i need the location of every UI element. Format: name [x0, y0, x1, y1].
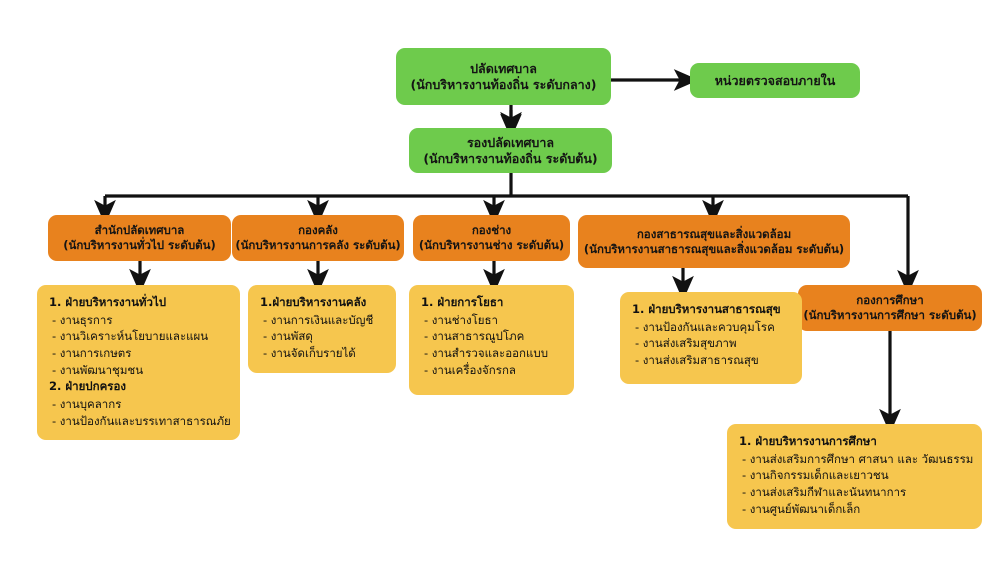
detail-box-finance[interactable]: 1.ฝ่ายบริหารงานคลัง - งานการเงินและบัญชี… [248, 285, 396, 373]
node-deputy-secretary-line1: รองปลัดเทศบาล [466, 134, 555, 150]
node-permanent-secretary[interactable]: ปลัดเทศบาล (นักบริหารงานท้องถิ่น ระดับกล… [396, 48, 611, 105]
detail-item: - งานสำรวจและออกแบบ [424, 346, 549, 361]
detail-item: - งานกิจกรรมเด็กและเยาวชน [742, 468, 889, 483]
detail-box-education[interactable]: 1. ฝ่ายบริหารงานการศึกษา - งานส่งเสริมกา… [727, 424, 982, 529]
node-permanent-secretary-line2: (นักบริหารงานท้องถิ่น ระดับกลาง) [410, 76, 597, 92]
detail-item: - งานส่งเสริมสาธารณสุข [635, 353, 759, 368]
detail-item: - งานการเงินและบัญชี [263, 312, 374, 327]
node-education-division-line1: กองการศึกษา [856, 293, 924, 308]
detail-head: 2. ฝ่ายปกครอง [49, 379, 126, 394]
detail-item: - งานส่งเสริมกีฬาและนันทนาการ [742, 485, 907, 500]
detail-box-works[interactable]: 1. ฝ่ายการโยธา - งานช่างโยธา - งานสาธารณ… [409, 285, 574, 395]
detail-head: 1. ฝ่ายบริหารงานการศึกษา [739, 434, 877, 448]
node-office-secretary-line1: สำนักปลัดเทศบาล [94, 223, 185, 238]
detail-item: - งานป้องกันและบรรเทาสาธารณภัย [52, 413, 231, 428]
node-health-division[interactable]: กองสาธารณสุขและสิ่งแวดล้อม (นักบริหารงาน… [578, 215, 850, 268]
node-health-division-line1: กองสาธารณสุขและสิ่งแวดล้อม [636, 226, 792, 241]
node-internal-audit[interactable]: หน่วยตรวจสอบภายใน [690, 63, 860, 98]
detail-item: - งานบุคลากร [52, 397, 122, 412]
detail-item: - งานส่งเสริมสุขภาพ [635, 336, 737, 351]
detail-item: - งานพัฒนาชุมชน [52, 362, 144, 377]
detail-head: 1. ฝ่ายการโยธา [421, 295, 504, 309]
node-education-division-line2: (นักบริหารงานการศึกษา ระดับต้น) [803, 308, 977, 322]
detail-item: - งานการเกษตร [52, 346, 132, 361]
node-works-division-line1: กองช่าง [471, 223, 512, 238]
node-works-division[interactable]: กองช่าง (นักบริหารงานช่าง ระดับต้น) [413, 215, 570, 261]
node-finance-division[interactable]: กองคลัง (นักบริหารงานการคลัง ระดับต้น) [232, 215, 404, 261]
detail-item: - งานพัสดุ [263, 329, 313, 344]
detail-item: - งานวิเคราะห์นโยบายและแผน [52, 329, 209, 344]
detail-head: 1. ฝ่ายบริหารงานทั่วไป [49, 295, 167, 309]
node-deputy-secretary[interactable]: รองปลัดเทศบาล (นักบริหารงานท้องถิ่น ระดั… [409, 128, 612, 173]
node-permanent-secretary-line1: ปลัดเทศบาล [470, 60, 537, 76]
node-office-secretary-line2: (นักบริหารงานทั่วไป ระดับต้น) [63, 238, 216, 252]
node-health-division-line2: (นักบริหารงานสาธารณสุขและสิ่งแวดล้อม ระด… [583, 241, 845, 256]
detail-box-health[interactable]: 1. ฝ่ายบริหารงานสาธารณสุข - งานป้องกันแล… [620, 292, 802, 384]
node-education-division[interactable]: กองการศึกษา (นักบริหารงานการศึกษา ระดับต… [798, 285, 982, 331]
detail-item: - งานสาธารณูปโภค [424, 329, 525, 344]
detail-item: - งานช่างโยธา [424, 312, 499, 327]
node-works-division-line2: (นักบริหารงานช่าง ระดับต้น) [418, 238, 565, 252]
detail-item: - งานเครื่องจักรกล [424, 362, 516, 377]
detail-item: - งานศูนย์พัฒนาเด็กเล็ก [742, 501, 861, 516]
detail-item: - งานจัดเก็บรายได้ [263, 346, 356, 361]
detail-item: - งานส่งเสริมการศึกษา ศาสนา และ วัฒนธรรม [742, 451, 974, 466]
node-office-secretary[interactable]: สำนักปลัดเทศบาล (นักบริหารงานทั่วไป ระดั… [48, 215, 231, 261]
node-finance-division-line2: (นักบริหารงานการคลัง ระดับต้น) [235, 238, 401, 252]
detail-box-office-secretary[interactable]: 1. ฝ่ายบริหารงานทั่วไป - งานธุรการ - งาน… [37, 285, 240, 440]
node-internal-audit-line1: หน่วยตรวจสอบภายใน [714, 72, 836, 88]
detail-item: - งานป้องกันและควบคุมโรค [635, 319, 775, 334]
node-deputy-secretary-line2: (นักบริหารงานท้องถิ่น ระดับต้น) [423, 150, 598, 166]
detail-item: - งานธุรการ [52, 312, 113, 327]
detail-head: 1.ฝ่ายบริหารงานคลัง [260, 295, 367, 309]
detail-head: 1. ฝ่ายบริหารงานสาธารณสุข [632, 302, 781, 316]
node-finance-division-line1: กองคลัง [298, 223, 338, 238]
